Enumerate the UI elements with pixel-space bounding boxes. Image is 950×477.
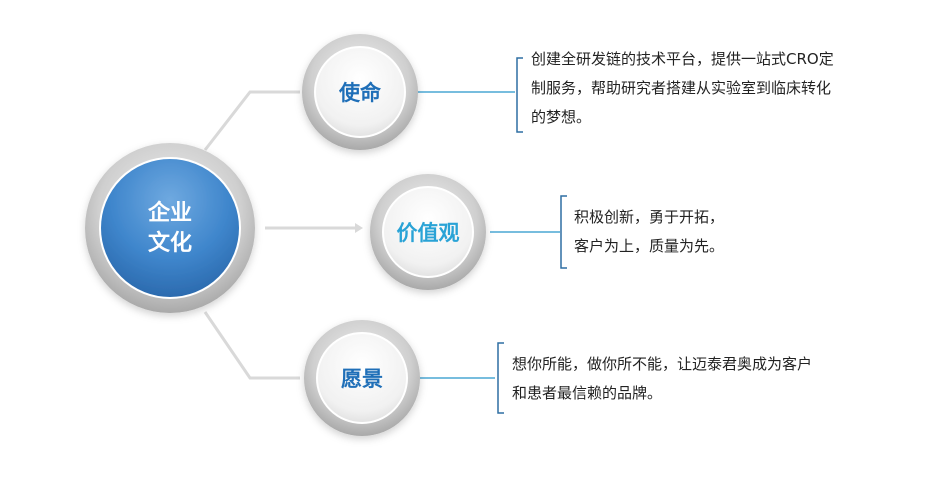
mission-line-2: 制服务，帮助研究者搭建从实验室到临床转化 bbox=[531, 79, 832, 97]
vision-line-1: 想你所能，做你所不能，让迈泰君奥成为客户 bbox=[512, 355, 813, 373]
values-title: 价值观 bbox=[397, 221, 460, 245]
connector-vision bbox=[203, 311, 300, 380]
connector-values-arrow bbox=[355, 223, 363, 233]
vision-node bbox=[304, 320, 420, 436]
vision-title: 愿景 bbox=[341, 367, 383, 391]
brackets bbox=[497, 57, 567, 414]
values-line-2: 客户为上，质量为先。 bbox=[574, 237, 725, 255]
bracket-values bbox=[560, 195, 567, 269]
connector-mission bbox=[203, 90, 300, 151]
bracket-vision bbox=[497, 342, 504, 414]
center-label-line1: 企业 bbox=[147, 200, 192, 226]
bracket-mission bbox=[516, 57, 523, 133]
mission-node bbox=[302, 34, 418, 150]
vision-description: 想你所能，做你所不能，让迈泰君奥成为客户 和患者最信赖的品牌。 bbox=[512, 350, 812, 408]
mission-line-3: 的梦想。 bbox=[531, 108, 592, 126]
vision-line-2: 和患者最信赖的品牌。 bbox=[512, 384, 663, 402]
connectors bbox=[203, 90, 363, 380]
mission-description: 创建全研发链的技术平台，提供一站式CRO定 制服务，帮助研究者搭建从实验室到临床… bbox=[531, 45, 834, 132]
center-label-line2: 文化 bbox=[148, 230, 192, 256]
values-description: 积极创新，勇于开拓， 客户为上，质量为先。 bbox=[574, 203, 724, 261]
mission-title: 使命 bbox=[338, 81, 382, 105]
center-node bbox=[85, 143, 255, 313]
leader-lines bbox=[418, 91, 560, 379]
values-line-1: 积极创新，勇于开拓， bbox=[574, 208, 725, 226]
mission-line-1: 创建全研发链的技术平台，提供一站式CRO定 bbox=[531, 50, 834, 68]
values-node bbox=[370, 174, 486, 290]
